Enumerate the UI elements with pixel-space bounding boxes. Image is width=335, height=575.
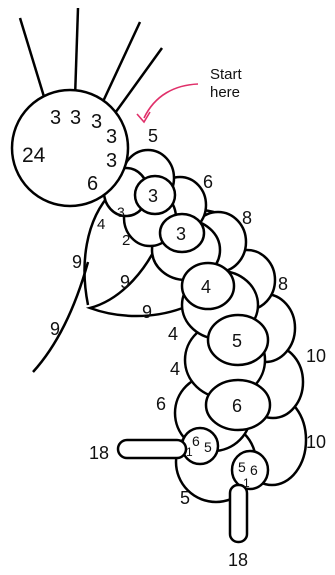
right-join-6: 6 (250, 462, 258, 478)
ring-5 (206, 313, 270, 367)
ring-6 (204, 378, 272, 432)
chain-count-8a: 8 (242, 208, 252, 228)
ring-3a (133, 174, 177, 216)
left-count-9d: 9 (50, 319, 60, 339)
ring-label-4: 4 (201, 277, 211, 297)
right-join-5: 5 (238, 459, 246, 475)
picot-2: 3 (70, 107, 81, 129)
picot-6: 6 (87, 173, 98, 195)
right-join-1: 1 (243, 476, 250, 490)
ring-4 (180, 261, 236, 311)
left-count-9b: 9 (120, 272, 130, 292)
chain-count-4a: 4 (168, 324, 178, 344)
left-count-9c: 9 (142, 302, 152, 322)
outer-chain-arc (32, 261, 90, 373)
right-join-ring (230, 449, 270, 491)
chain-count-5b: 5 (180, 488, 190, 508)
inner-count-2: 2 (122, 232, 130, 249)
chain-count-5: 5 (148, 126, 158, 146)
start-arrowhead-icon (136, 111, 151, 124)
top-ring (10, 88, 130, 208)
chain-count-10a: 10 (306, 346, 326, 366)
start-here-line1: Start (210, 66, 243, 83)
left-count-9a: 9 (72, 252, 82, 272)
chain-count-4b: 4 (170, 359, 180, 379)
picot-5: 3 (106, 150, 117, 172)
start-here-line2: here (210, 84, 240, 101)
bottom-stem-count: 18 (228, 550, 248, 570)
left-stem-count: 18 (89, 443, 109, 463)
left-join-6: 6 (192, 433, 200, 449)
chain-arcs (32, 191, 113, 373)
chain-count-10b: 10 (306, 432, 326, 452)
ring-label-6: 6 (232, 396, 242, 416)
picot-4: 3 (106, 126, 117, 148)
chain-count-8b: 8 (278, 274, 288, 294)
chain-count-6: 6 (203, 172, 213, 192)
thread-lines (18, 7, 164, 121)
picot-1: 3 (50, 107, 61, 129)
left-join-1: 1 (186, 445, 193, 459)
picot-3: 3 (91, 111, 102, 133)
left-stem (116, 438, 188, 460)
inner-count-3: 3 (117, 204, 125, 220)
inner-count-4: 4 (97, 216, 105, 233)
ring-label-3a: 3 (148, 186, 158, 206)
stem-bars (116, 438, 249, 544)
ring-label-5: 5 (232, 331, 242, 351)
ring-label-3b: 3 (176, 224, 186, 244)
chain-count-6b: 6 (156, 394, 166, 414)
start-arrow (143, 83, 199, 119)
top-ring-count: 24 (22, 144, 46, 167)
left-join-5: 5 (204, 439, 212, 455)
bottom-stem (228, 483, 249, 544)
inner-chain-arc (83, 191, 113, 306)
numbered-rings (133, 174, 272, 491)
ring-3b (158, 212, 206, 254)
